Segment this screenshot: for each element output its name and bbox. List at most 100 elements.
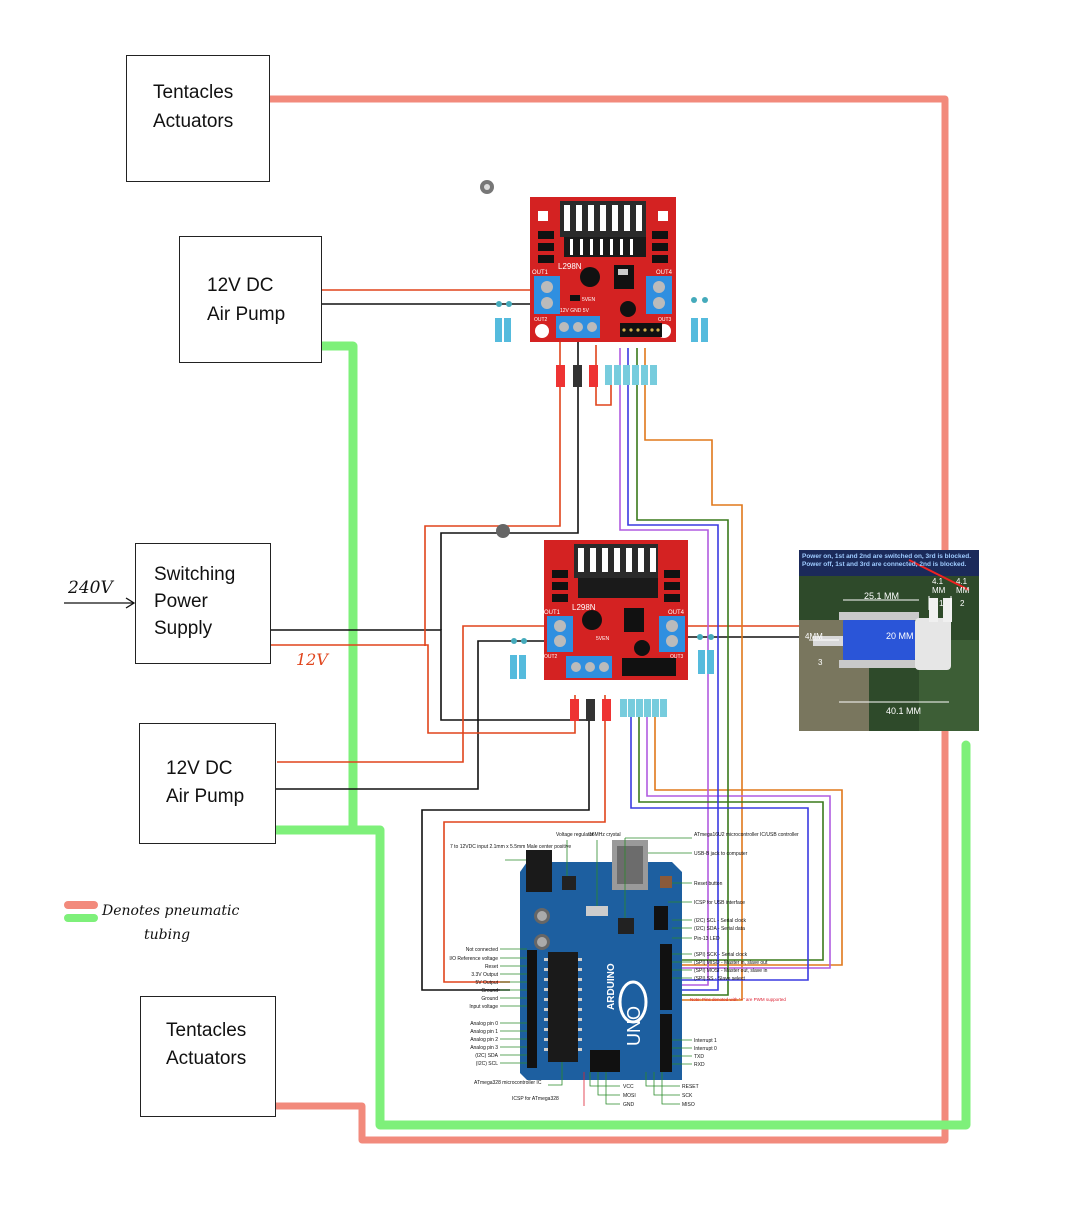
- tentacles-actuators-top: Tentacles Actuators: [126, 55, 270, 182]
- pneumatic-legend-swatch: [64, 901, 98, 922]
- block-label: Switching: [154, 564, 236, 585]
- svg-text:5VEN: 5VEN: [582, 297, 595, 303]
- crystal-label: 16MHz crystal: [589, 832, 621, 838]
- pin-label: Ground: [481, 996, 498, 1002]
- arduino-brand: ARDUINO: [606, 963, 617, 1010]
- valve-caption: Power on, 1st and 2nd are switched on, 3…: [802, 553, 972, 568]
- l298n-driver-top: L298N OUT1 OUT4 5VEN OUT2 OUT3 12V GND 5…: [530, 197, 676, 342]
- pin-label: Interrupt 1: [694, 1038, 717, 1044]
- pin-label: Pin-13 LED: [694, 936, 720, 942]
- pwm-note: Note: Pins denoted with "~" are PWM supp…: [690, 997, 786, 1002]
- arduino-right-labels: Reset button ICSP for USB interface (I2C…: [690, 881, 786, 1068]
- svg-text:OUT1: OUT1: [544, 610, 561, 616]
- valve-dim-inlet: 4MM: [805, 632, 823, 641]
- jumper-connectors-top: [495, 297, 708, 387]
- arduino-left-leader-lines: [500, 948, 527, 1064]
- valve-dim-height: 20 MM: [886, 631, 914, 641]
- svg-text:OUT2: OUT2: [534, 317, 548, 323]
- arduino-right-leader-lines: [668, 882, 692, 1065]
- block-label: Power: [154, 591, 208, 612]
- pin-label: (I2C) SDA: [475, 1053, 498, 1059]
- supply-voltage-label: 12V: [296, 650, 328, 669]
- pin-label: Analog pin 1: [470, 1029, 498, 1035]
- pin-label: (I2C) SCL - Serial clock: [694, 918, 747, 924]
- block-label: Tentacles: [153, 82, 234, 103]
- wire-orange: [644, 348, 843, 1001]
- arduino-bottom-labels: ATmega328 microcontroller IC ICSP for AT…: [474, 1080, 699, 1108]
- valve-dim-length: 40.1 MM: [886, 706, 922, 716]
- vcc-label: VCC: [623, 1084, 634, 1090]
- legend-text-line1: Denotes pneumatic: [102, 903, 240, 919]
- pin-label: 3.3V Output: [471, 972, 498, 978]
- usb-ic-label: ATmega16U2 microcontroller IC/USB contro…: [694, 832, 799, 838]
- l298n-driver-bottom: L298N OUT1 OUT4 5VEN OUT2 OUT3: [544, 540, 688, 680]
- arduino-top-labels: 7 to 12VDC input 2.1mm x 5.5mm Male cent…: [450, 832, 799, 857]
- mains-voltage-label: 240V: [68, 578, 113, 598]
- atmega328-chip: [548, 952, 578, 1062]
- pin-label: (I2C) SCL: [476, 1061, 498, 1067]
- valve-port-a: 4.1 MM: [932, 577, 946, 595]
- block-label: 12V DC: [207, 275, 274, 296]
- dc-input-label: 7 to 12VDC input 2.1mm x 5.5mm Male cent…: [450, 844, 571, 850]
- pin-label: Input voltage: [469, 1004, 498, 1010]
- air-pump-top: 12V DC Air Pump: [179, 236, 322, 363]
- pin-label: Reset button: [694, 881, 723, 887]
- valve-port-b: 4.1 MM: [956, 577, 970, 595]
- arduino-logo-text: UNO: [624, 1006, 644, 1046]
- mosi-label: MOSI: [623, 1093, 636, 1099]
- block-label: Supply: [154, 618, 213, 639]
- miso-label: MISO: [682, 1102, 695, 1108]
- valve-port-2: 2: [960, 599, 965, 608]
- pneumatic-tubing-red: [266, 95, 949, 1144]
- wire-green: [636, 348, 824, 996]
- wire-purple: [619, 348, 831, 986]
- pin-label: I/O Reference voltage: [449, 956, 498, 962]
- svg-text:L298N: L298N: [572, 603, 596, 612]
- svg-text:OUT4: OUT4: [668, 610, 685, 616]
- usb-jack-label: USB-B jack to computer: [694, 851, 748, 857]
- svg-text:OUT3: OUT3: [658, 317, 672, 323]
- pin-label: 5V Output: [475, 980, 498, 986]
- svg-text:12V GND 5V: 12V GND 5V: [560, 308, 590, 314]
- switching-power-supply: Switching Power Supply: [135, 543, 271, 664]
- wire-red: [270, 289, 800, 983]
- block-label: Tentacles: [166, 1020, 247, 1041]
- pin-label: Analog pin 3: [470, 1045, 498, 1051]
- gnd-label: GND: [623, 1102, 635, 1108]
- pin-label: (I2C) SDA - Serial data: [694, 926, 745, 932]
- pin-label: Analog pin 2: [470, 1037, 498, 1043]
- reset-label: RESET: [682, 1084, 699, 1090]
- pin-label: Interrupt 0: [694, 1046, 717, 1052]
- valve-port-3: 3: [818, 658, 823, 667]
- arduino-bottom-leaders: [548, 1062, 680, 1105]
- svg-text:OUT2: OUT2: [544, 654, 558, 660]
- valve-dim-width: 25.1 MM: [864, 591, 900, 601]
- icsp-label: ICSP for ATmega328: [512, 1096, 559, 1102]
- block-label: Actuators: [166, 1048, 247, 1069]
- dc-jack: [526, 850, 552, 892]
- pin-label: TXD: [694, 1054, 704, 1060]
- mains-input-arrow: [64, 597, 136, 609]
- svg-text:OUT3: OUT3: [670, 654, 684, 660]
- arduino-uno-board: ARDUINO UNO: [520, 840, 682, 1080]
- pin-label: Analog pin 0: [470, 1021, 498, 1027]
- pin-label: (SPI) SS - Slave select: [694, 976, 745, 982]
- pin-label: (SPI) SCK - Serial clock: [694, 952, 748, 958]
- svg-text:5VEN: 5VEN: [596, 636, 609, 642]
- pin-label: ICSP for USB interface: [694, 900, 745, 906]
- block-label: Air Pump: [166, 786, 245, 807]
- block-label: Air Pump: [207, 304, 286, 325]
- valve-port-1: 1: [939, 599, 944, 608]
- out4-label: OUT4: [656, 270, 673, 276]
- wire-blue: [627, 348, 809, 991]
- jumper-connectors-bottom: [510, 634, 714, 721]
- pneumatic-tubing-green: [270, 341, 971, 1130]
- pin-label: (SPI) MISO - Master in, slave out: [694, 960, 768, 966]
- sck-label: SCK: [682, 1093, 693, 1099]
- pin-label: (SPI) MOSI - Master out, slave in: [694, 968, 768, 974]
- legend-text-line2: tubing: [144, 927, 191, 943]
- junction-marker: [496, 524, 510, 538]
- pin-label: Reset: [485, 964, 499, 970]
- solenoid-coil: [843, 616, 915, 664]
